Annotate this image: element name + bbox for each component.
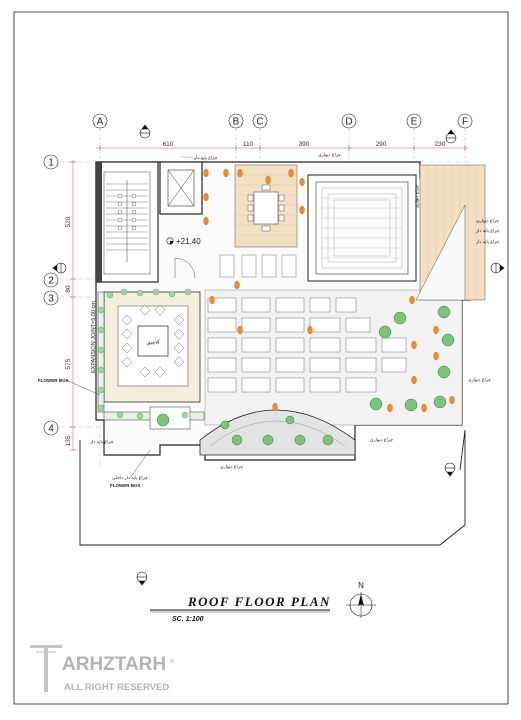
flower-box-callouts: FLOWER BOX FLOWER BOX — [38, 378, 151, 488]
grid-col-c: C — [256, 117, 263, 128]
logo-text: ARHZTARH — [62, 654, 166, 675]
north-arrow-icon: N — [346, 581, 376, 618]
grid-row-2: 2 — [48, 276, 54, 287]
flower-box-label-1: FLOWER BOX — [38, 378, 69, 383]
grid-row-4: 4 — [48, 424, 54, 435]
section-marker-right-lower — [444, 462, 456, 477]
annotation-10: چراغ دیواری — [414, 185, 420, 208]
gazebo-table — [137, 325, 169, 357]
grid-col-d: D — [345, 117, 352, 128]
annotation-7: چراغ پایه دار — [89, 439, 114, 445]
sheet-border — [13, 11, 509, 705]
gazebo-area: آلاچیق — [103, 291, 201, 403]
flower-box-label-2: FLOWER BOX — [110, 483, 141, 488]
dim-left-1: 520 — [65, 216, 72, 227]
top-dimensions: 610 110 390 290 230 — [96, 141, 468, 151]
gazebo-label: آلاچیق — [146, 339, 160, 346]
site-boundary — [79, 429, 466, 546]
annotation-2: چراغ پایه دار — [193, 155, 218, 161]
lamps — [203, 168, 455, 413]
dim-top-5: 230 — [435, 141, 446, 148]
section-markers — [52, 124, 505, 586]
logo-watermark: ARHZTARH © ALL RIGHT RESERVED — [30, 645, 175, 693]
grid-col-a: A — [97, 117, 104, 128]
elevator-shaft — [159, 161, 203, 215]
lamp-annotations: چراغ دیواری چراغ پایه دار چراغ دیواری چر… — [89, 152, 500, 481]
drawing-title: ROOF FLOOR PLAN — [187, 594, 331, 609]
grid-col-e: E — [411, 117, 418, 128]
annotation-4: چراغ پایه دار — [475, 228, 500, 234]
section-marker-left — [52, 262, 67, 274]
section-marker-bottom — [136, 571, 148, 586]
annotation-5: چراغ پایه دار — [475, 239, 500, 245]
grid-col-b: B — [233, 117, 240, 128]
grid-row-3: 3 — [48, 294, 54, 305]
stair-core — [95, 161, 159, 283]
hedge-plants — [97, 288, 192, 420]
grid-row-markers: 1 2 3 4 — [43, 154, 59, 436]
logo-subtext: ALL RIGHT RESERVED — [64, 682, 169, 693]
dim-top-2: 110 — [243, 141, 254, 148]
section-marker-top-left — [139, 124, 151, 139]
dim-left-4: 135 — [65, 435, 72, 446]
expansion-joint-note: EXPANSION JOINT=5.00 cm — [91, 301, 97, 373]
north-label: N — [358, 581, 364, 590]
dim-left-2: 80 — [65, 285, 72, 293]
annotation-9: چراغ دیواری — [220, 464, 243, 470]
drawing-scale: SC. 1:100 — [172, 616, 204, 623]
paving-stones — [207, 254, 407, 393]
dim-top-1: 610 — [163, 141, 174, 148]
grid-row-1: 1 — [48, 158, 54, 169]
annotation-11: چراغ پایه دار داخلی — [112, 475, 148, 481]
grid-col-f: F — [462, 117, 468, 128]
right-deck — [415, 164, 486, 301]
door-swing — [174, 257, 196, 279]
dim-left-3: 575 — [65, 358, 72, 369]
annotation-6: چراغ دیواری — [468, 377, 491, 383]
grid-column-markers: A B C D E F — [92, 113, 473, 129]
swimming-pool — [307, 174, 417, 282]
plants — [156, 305, 455, 446]
dim-top-4: 290 — [376, 141, 387, 148]
level-value: +21.40 — [176, 237, 201, 246]
annotation-8: چراغ دیواری — [370, 437, 393, 443]
logo-copyright: © — [170, 658, 175, 665]
level-marker: +21.40 — [166, 237, 201, 246]
title-block: ROOF FLOOR PLAN SC. 1:100 — [150, 594, 331, 623]
annotation-1: چراغ دیواری — [318, 152, 341, 158]
annotation-3: چراغ دیواری — [476, 218, 499, 224]
dim-top-3: 390 — [299, 141, 310, 148]
roof-terrace-paving — [204, 289, 463, 426]
left-dimensions: 520 80 575 135 — [65, 160, 76, 451]
section-marker-right — [490, 262, 505, 274]
dining-table — [253, 191, 279, 225]
section-marker-top-right — [445, 129, 457, 144]
pergola-deck — [234, 164, 298, 248]
